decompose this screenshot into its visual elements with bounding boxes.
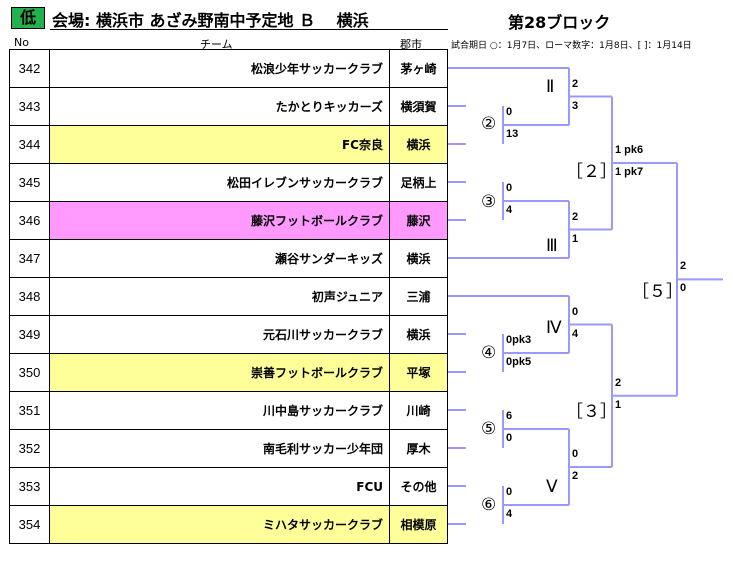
team-city: 横浜	[389, 239, 448, 278]
team-city: 相模原	[389, 505, 448, 544]
schedule-note: 試合期日 ○：1月7日、ローマ数字：1月8日、[ ]：1月14日	[451, 41, 692, 51]
match-label: Ⅳ	[546, 318, 562, 338]
match-label: ［２］	[566, 162, 617, 182]
team-number: 352	[9, 429, 50, 468]
venue-underline	[50, 29, 448, 30]
team-number: 351	[9, 391, 50, 430]
team-name: FCU	[49, 467, 390, 506]
team-name: 藤沢フットボールクラブ	[49, 201, 390, 240]
match-label: ⑤	[481, 419, 497, 439]
venue-title: 会場: 横浜市 あざみ野南中予定地 Ｂ 横浜	[52, 11, 369, 30]
match-score-top: 0	[572, 305, 579, 318]
team-city: 横須賀	[389, 87, 448, 126]
match-score-top: 2	[572, 77, 579, 90]
match-label: ④	[481, 343, 497, 363]
team-name: 松田イレブンサッカークラブ	[49, 163, 390, 202]
match-label: Ⅲ	[546, 236, 558, 256]
match-score-top: 0	[572, 448, 579, 460]
match-label: ②	[481, 114, 497, 134]
match-score-bottom: 4	[506, 204, 513, 216]
match-label: Ⅱ	[546, 77, 555, 97]
team-name: FC奈良	[49, 125, 390, 164]
match-score-bottom: 13	[506, 128, 519, 140]
team-city: 茅ヶ崎	[389, 49, 448, 88]
match-score-top: 0	[506, 106, 513, 118]
match-label: ［３］	[566, 402, 617, 422]
team-number: 354	[9, 505, 50, 544]
team-number: 342	[9, 49, 50, 88]
team-city: 藤沢	[389, 201, 448, 240]
match-label: Ⅴ	[546, 477, 558, 497]
column-header-team: チーム	[200, 38, 233, 51]
match-score-bottom: 0	[506, 432, 513, 444]
match-score-top: 0pk3	[506, 334, 532, 346]
match-label: ⑥	[481, 495, 497, 515]
match-score-top: 6	[506, 410, 513, 422]
team-city: その他	[389, 467, 448, 506]
block-title: 第28ブロック	[508, 13, 611, 32]
team-city: 川崎	[389, 391, 448, 430]
level-badge: 低	[11, 7, 45, 29]
team-number: 350	[9, 353, 50, 392]
match-score-bottom: 1	[615, 398, 622, 411]
team-number: 347	[9, 239, 50, 278]
match-score-bottom: 4	[506, 508, 513, 520]
match-score-bottom: 3	[572, 99, 579, 112]
match-score-bottom: 1 pk7	[615, 166, 644, 178]
team-number: 353	[9, 467, 50, 506]
match-label: ［５］	[632, 282, 683, 302]
team-city: 三浦	[389, 277, 448, 316]
match-score-top: 0	[506, 182, 513, 194]
team-name: 南毛利サッカー少年団	[49, 429, 390, 468]
match-score-bottom: 0	[680, 282, 687, 295]
match-score-bottom: 4	[572, 327, 579, 340]
column-header-no: No	[14, 36, 29, 49]
match-score-top: 2	[572, 210, 579, 223]
match-score-top: 2	[615, 376, 622, 389]
team-number: 346	[9, 201, 50, 240]
match-score-bottom: 2	[572, 470, 579, 482]
team-name: ミハタサッカークラブ	[49, 505, 390, 544]
team-city: 足柄上	[389, 163, 448, 202]
team-name: 松浪少年サッカークラブ	[49, 49, 390, 88]
match-score-bottom: 1	[572, 232, 579, 245]
match-score-top: 1 pk6	[615, 144, 644, 156]
team-city: 横浜	[389, 125, 448, 164]
match-score-top: 2	[680, 260, 687, 273]
column-header-city: 郡市	[400, 38, 422, 51]
match-score-top: 0	[506, 486, 513, 498]
match-score-bottom: 0pk5	[506, 356, 532, 368]
team-city: 平塚	[389, 353, 448, 392]
match-label: ③	[481, 192, 497, 212]
team-name: 川中島サッカークラブ	[49, 391, 390, 430]
team-name: 崇善フットボールクラブ	[49, 353, 390, 392]
team-name: たかとりキッカーズ	[49, 87, 390, 126]
